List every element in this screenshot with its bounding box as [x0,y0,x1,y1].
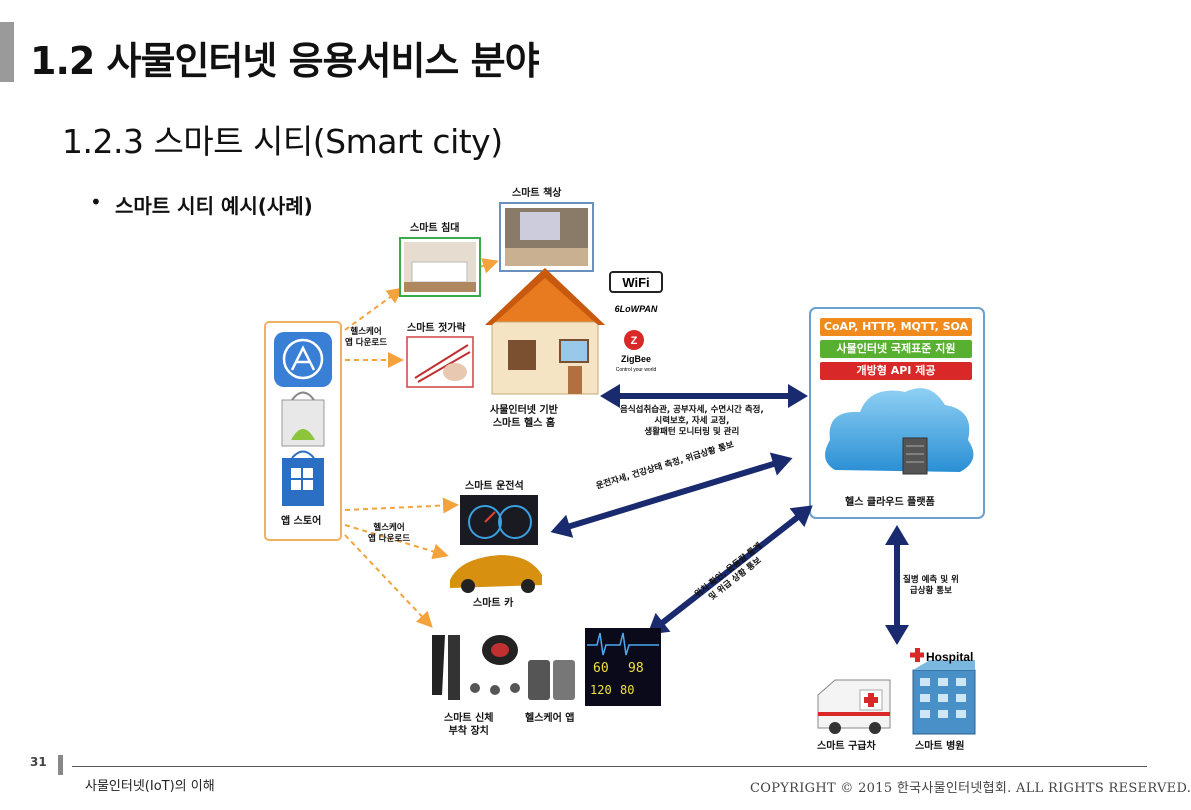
smart-desk-label: 스마트 책상 [512,188,562,199]
smart-home-house [485,268,605,395]
footer-copyright: COPYRIGHT © 2015 한국사물인터넷협회. ALL RIGHTS R… [750,781,1191,796]
smart-ambulance-image [817,679,891,734]
smart-chopsticks-image [406,336,474,388]
footer-accent-bar [58,755,63,775]
page-title: 1.2 사물인터넷 응용서비스 분야 [30,39,540,83]
page-number: 31 [30,755,47,769]
zigbee-tagline: Control your world [616,367,657,373]
monitor-value-3: 120 [590,683,612,697]
home-cloud-flow-text: 음식섭취습관, 공부자세, 수면시간 측정, 시력보호, 자세 교정, 생활패턴… [620,405,764,437]
monitor-value-4: 80 [620,683,634,697]
healthcare-download-label-1: 헬스케어 앱 다운로드 [345,327,388,348]
smart-hospital-label: 스마트 병원 [915,741,965,752]
car-cloud-arrow [550,452,793,538]
cloud-hospital-flow-text: 질병 예측 및 위 급상황 통보 [903,575,959,596]
smart-driver-seat-label: 스마트 운전석 [465,481,524,492]
monitor-value-1: 60 [593,661,609,676]
smart-bed-image [399,237,481,297]
smart-car-image [450,555,542,593]
smart-chopsticks-label: 스마트 젓가락 [407,323,466,334]
smart-desk-image [499,202,594,272]
data-flow-arrows [550,384,909,645]
smart-ambulance-label: 스마트 구급차 [817,741,876,752]
smart-hospital-image: Hospital [910,648,976,735]
smart-car-label: 스마트 카 [473,598,514,609]
protocol-badge-coap: CoAP, HTTP, MQTT, SOA [820,318,972,336]
cloud-platform-label: 헬스 클라우드 플랫폼 [845,497,935,508]
healthcare-app-label: 헬스케어 앱 [525,713,575,724]
footer-divider [72,766,1147,767]
bullet-icon: • [90,190,102,214]
title-accent-bar [0,22,14,82]
app-store-panel [264,321,342,541]
vital-monitor-image: 60 98 120 80 [585,628,661,706]
cloud-hospital-arrow [885,525,909,645]
smart-home-label: 사물인터넷 기반 스마트 헬스 홈 [490,405,558,429]
footer-course-title: 사물인터넷(IoT)의 이해 [85,779,215,794]
home-cloud-arrow [600,384,808,408]
section-subtitle: 1.2.3 스마트 시티(Smart city) [62,122,503,161]
smart-wearable-image [432,635,575,700]
protocol-badge-api: 개방형 API 제공 [820,362,972,380]
lowpan-logo: 6LoWPAN [615,304,658,314]
app-store-label: 앱 스토어 [281,516,322,527]
smart-bed-label: 스마트 침대 [410,223,460,234]
cloud-platform-panel [809,307,985,519]
protocol-logos: WiFi 6LoWPAN Z ZigBee Control your world [609,271,663,373]
svg-text:Z: Z [631,335,638,347]
zigbee-logo: ZigBee [621,354,651,364]
hospital-sign: Hospital [926,650,973,664]
smart-wearable-label: 스마트 신체 부착 장치 [444,713,494,737]
bullet-text: 스마트 시티 예시(사례) [115,194,313,218]
wifi-logo: WiFi [622,275,649,290]
monitor-value-2: 98 [628,661,644,676]
healthcare-download-label-2: 헬스케어 앱 다운로드 [368,523,411,544]
protocol-badge-standard: 사물인터넷 국제표준 지원 [820,340,972,358]
smart-driver-seat-image [460,495,538,545]
